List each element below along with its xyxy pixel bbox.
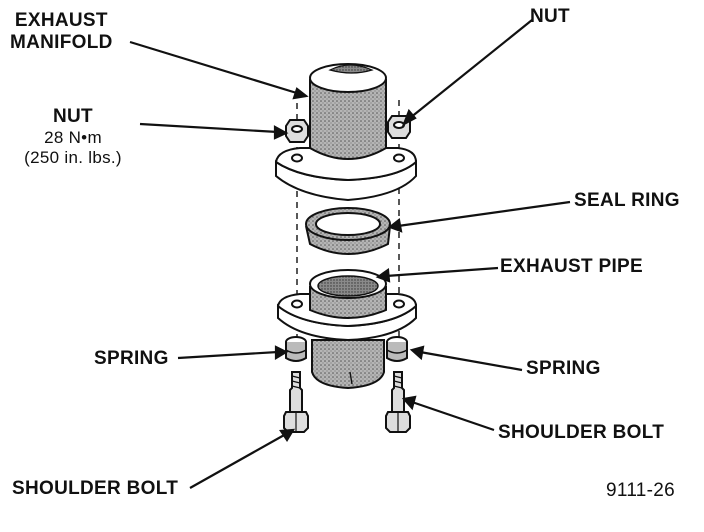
spring-left-part: [285, 336, 307, 362]
figure-number: 9111-26: [606, 480, 676, 501]
label-nut-left-title: NUT: [53, 106, 93, 127]
label-spring-right: SPRING: [526, 358, 601, 379]
label-shoulder-bolt-right: SHOULDER BOLT: [498, 422, 665, 443]
label-nut-top-right: NUT: [530, 6, 570, 27]
label-seal-ring: SEAL RING: [574, 190, 680, 211]
seal-ring-part: [305, 207, 391, 255]
spring-right-part: [386, 336, 408, 362]
label-shoulder-bolt-bottom: SHOULDER BOLT: [12, 478, 179, 499]
exhaust-pipe-part: [311, 339, 385, 390]
label-exhaust-manifold: EXHAUST MANIFOLD: [10, 10, 113, 54]
label-exhaust-manifold-line2: MANIFOLD: [10, 32, 113, 53]
pipe-socket: [309, 269, 387, 319]
shoulder-bolt-right-part: [385, 371, 411, 433]
label-nut-torque-imperial: (250 in. lbs.): [24, 148, 122, 167]
label-exhaust-manifold-line1: EXHAUST: [14, 10, 108, 31]
label-spring-left: SPRING: [94, 348, 169, 369]
shoulder-bolt-left-part: [283, 371, 309, 433]
leader-lines: [129, 19, 571, 489]
nut-left-part: [285, 119, 309, 143]
manifold-tube: [309, 63, 387, 172]
label-nut-torque-metric: 28 N•m: [44, 128, 102, 147]
manifold-flange: [274, 147, 418, 202]
label-exhaust-pipe: EXHAUST PIPE: [500, 256, 643, 277]
label-nut-left: NUT 28 N•m (250 in. lbs.): [4, 106, 142, 168]
